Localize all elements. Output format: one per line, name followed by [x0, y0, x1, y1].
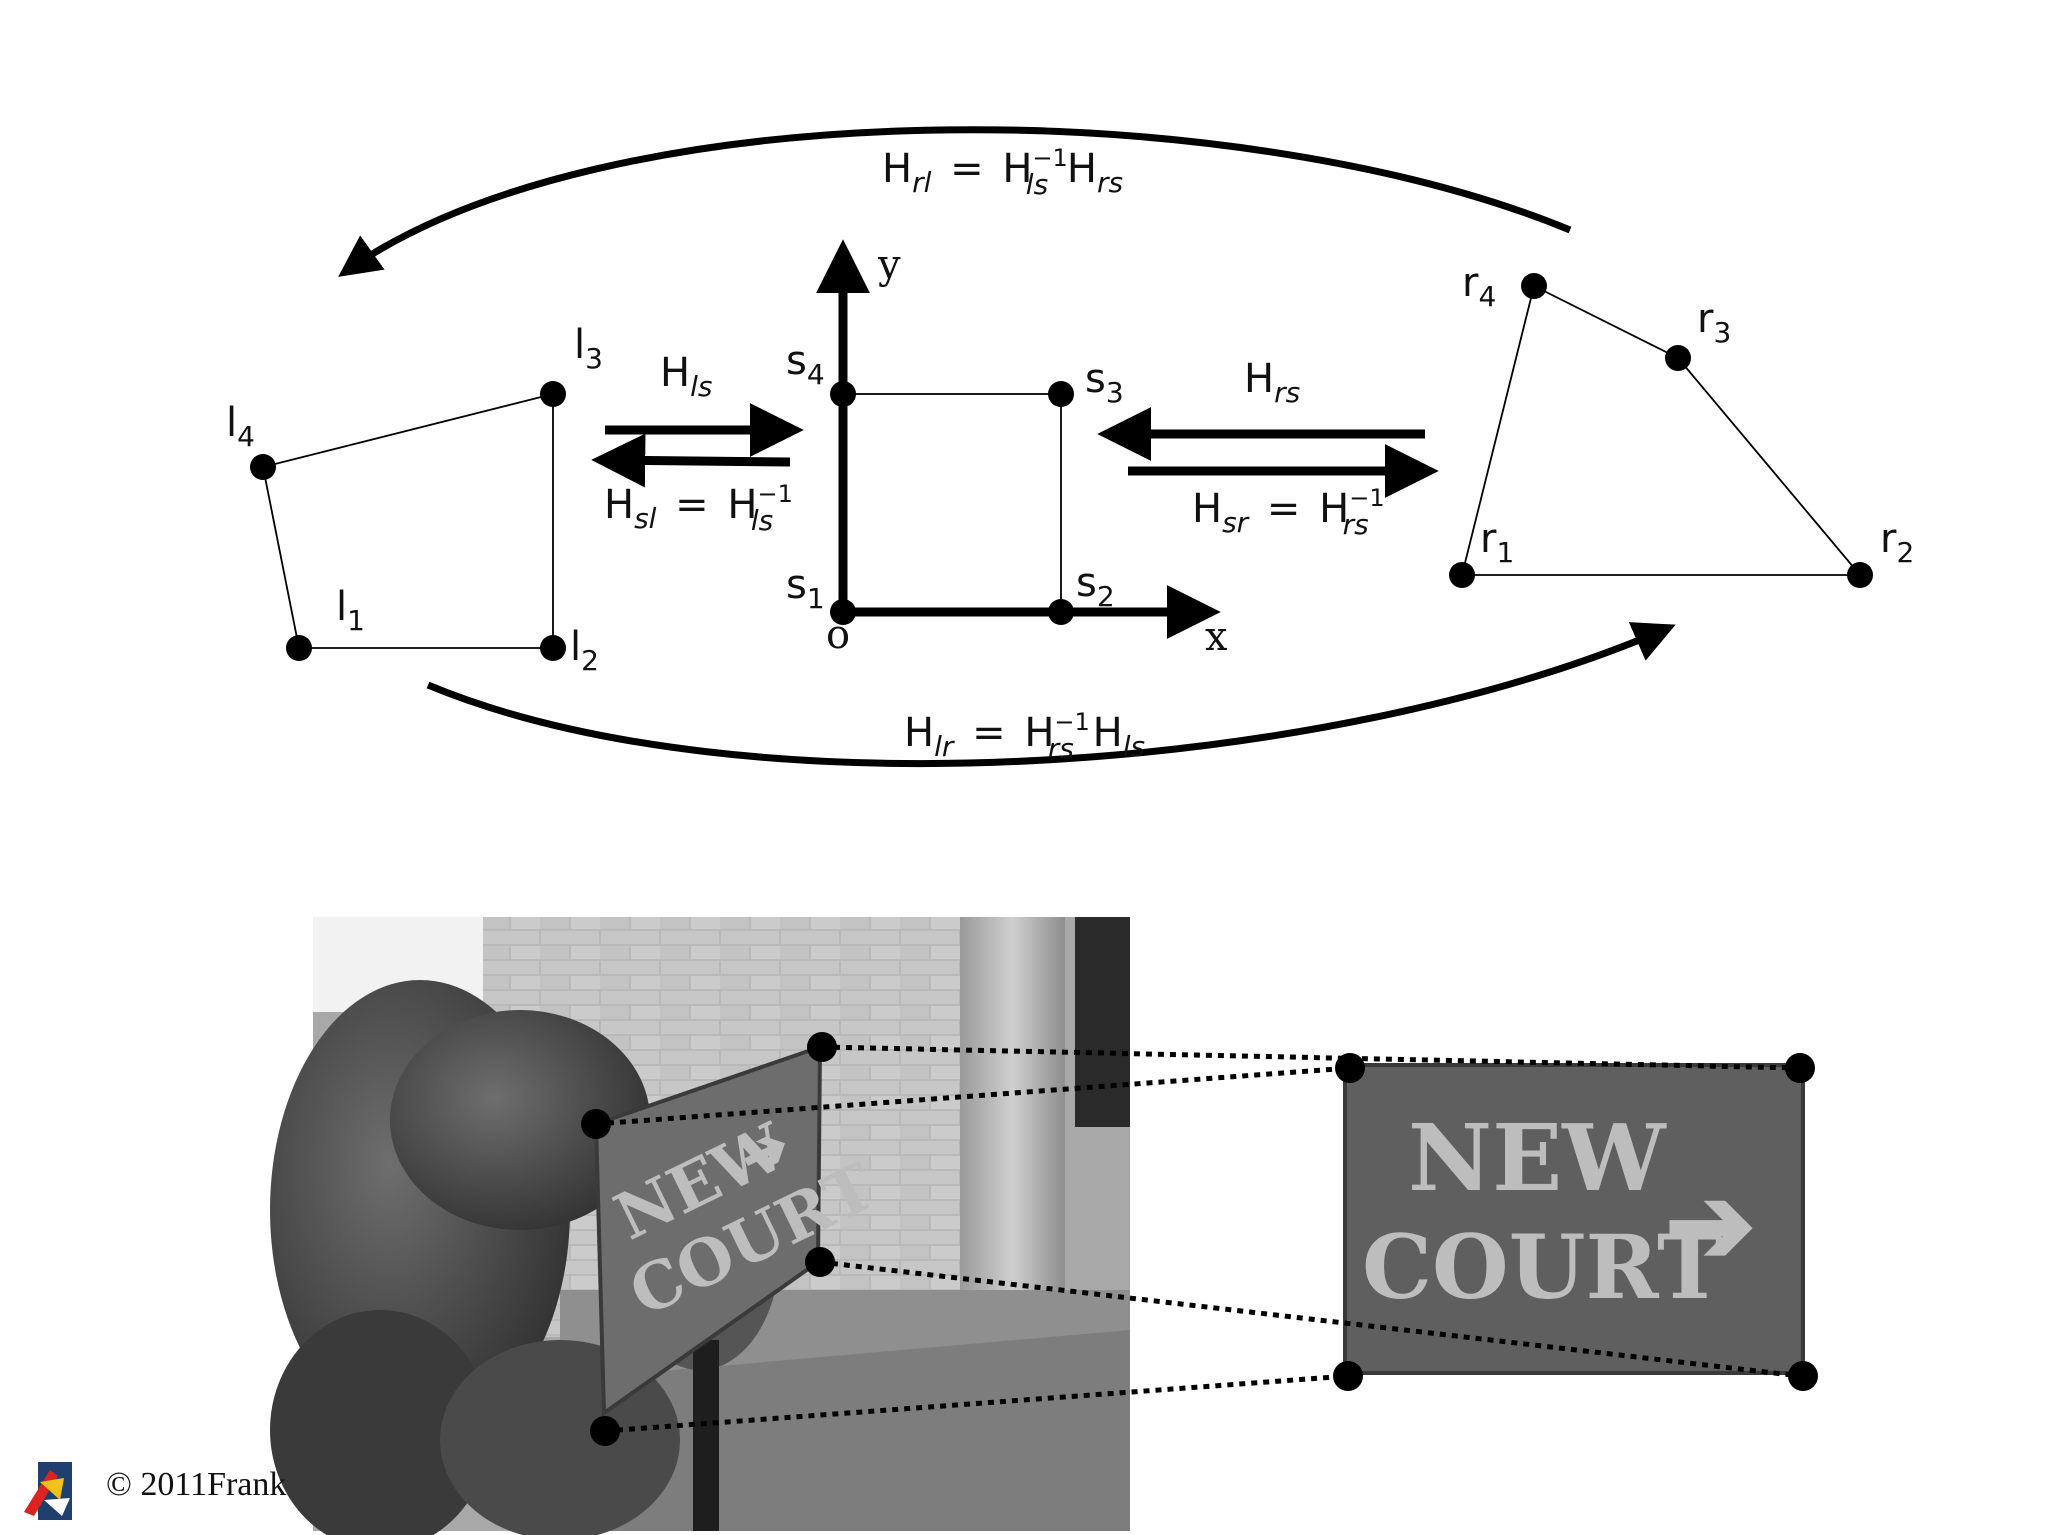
sign-post: [693, 1340, 719, 1531]
l2-point: [540, 635, 566, 661]
right-quadrilateral: [1460, 284, 1862, 576]
formula-H-ls: Hls: [660, 350, 712, 403]
left-quadrilateral: [261, 392, 554, 649]
r3-point: [1665, 345, 1691, 371]
rectified-sign: [1343, 1063, 1805, 1375]
rect-corner-br: [1788, 1361, 1818, 1391]
l1-label: l1: [336, 584, 365, 637]
r1-point: [1449, 562, 1475, 588]
s2-point: [1048, 599, 1074, 625]
l3-label: l3: [574, 322, 603, 375]
s2-label: s2: [1076, 560, 1115, 613]
unit-square: [842, 393, 1062, 613]
wall-pillar: [960, 917, 1065, 1317]
street-photo: NEW ➔ COURT: [270, 917, 1130, 1535]
l3-point: [540, 381, 566, 407]
y-axis-label: y: [877, 242, 901, 288]
r1-label: r1: [1480, 516, 1514, 569]
copyright-text: © 2011Frank: [106, 1466, 287, 1503]
r4-label: r4: [1462, 260, 1496, 313]
photo-corner-tr: [807, 1032, 837, 1062]
s4-point: [830, 381, 856, 407]
l4-point: [250, 454, 276, 480]
university-logo: [24, 1462, 72, 1520]
s1-point: [830, 599, 856, 625]
rect-corner-tr: [1785, 1053, 1815, 1083]
photo-corner-bl: [590, 1416, 620, 1446]
r2-label: r2: [1880, 516, 1914, 569]
curve-arrow-bottom: [426, 622, 1676, 767]
r3-label: r3: [1697, 296, 1731, 349]
l4-label: l4: [226, 400, 255, 453]
photo-corner-br: [805, 1247, 835, 1277]
rectified-sign-arrow: ➔: [1665, 1162, 1756, 1288]
r4-point: [1521, 273, 1547, 299]
curve-arrow-top: [338, 126, 1572, 277]
rect-corner-bl: [1333, 1361, 1363, 1391]
origin-label: o: [826, 612, 850, 658]
l1-point: [286, 635, 312, 661]
dark-doorway: [1075, 917, 1130, 1127]
rectified-sign-line2: COURT: [1362, 1215, 1723, 1319]
x-axis-label: x: [1205, 614, 1228, 660]
correspondence-lines: [595, 1044, 1801, 1434]
s3-point: [1048, 381, 1074, 407]
s1-label: s1: [786, 562, 825, 615]
s4-label: s4: [786, 338, 825, 391]
rectified-sign-line1: NEW: [1408, 1104, 1667, 1212]
arrow-sl-back: [591, 433, 791, 488]
r2-point: [1847, 562, 1873, 588]
formula-H-rs: Hrs: [1244, 356, 1300, 409]
rect-corner-tl: [1335, 1053, 1365, 1083]
photo-corner-tl: [581, 1109, 611, 1139]
s3-label: s3: [1085, 356, 1124, 409]
l2-label: l2: [570, 624, 599, 677]
